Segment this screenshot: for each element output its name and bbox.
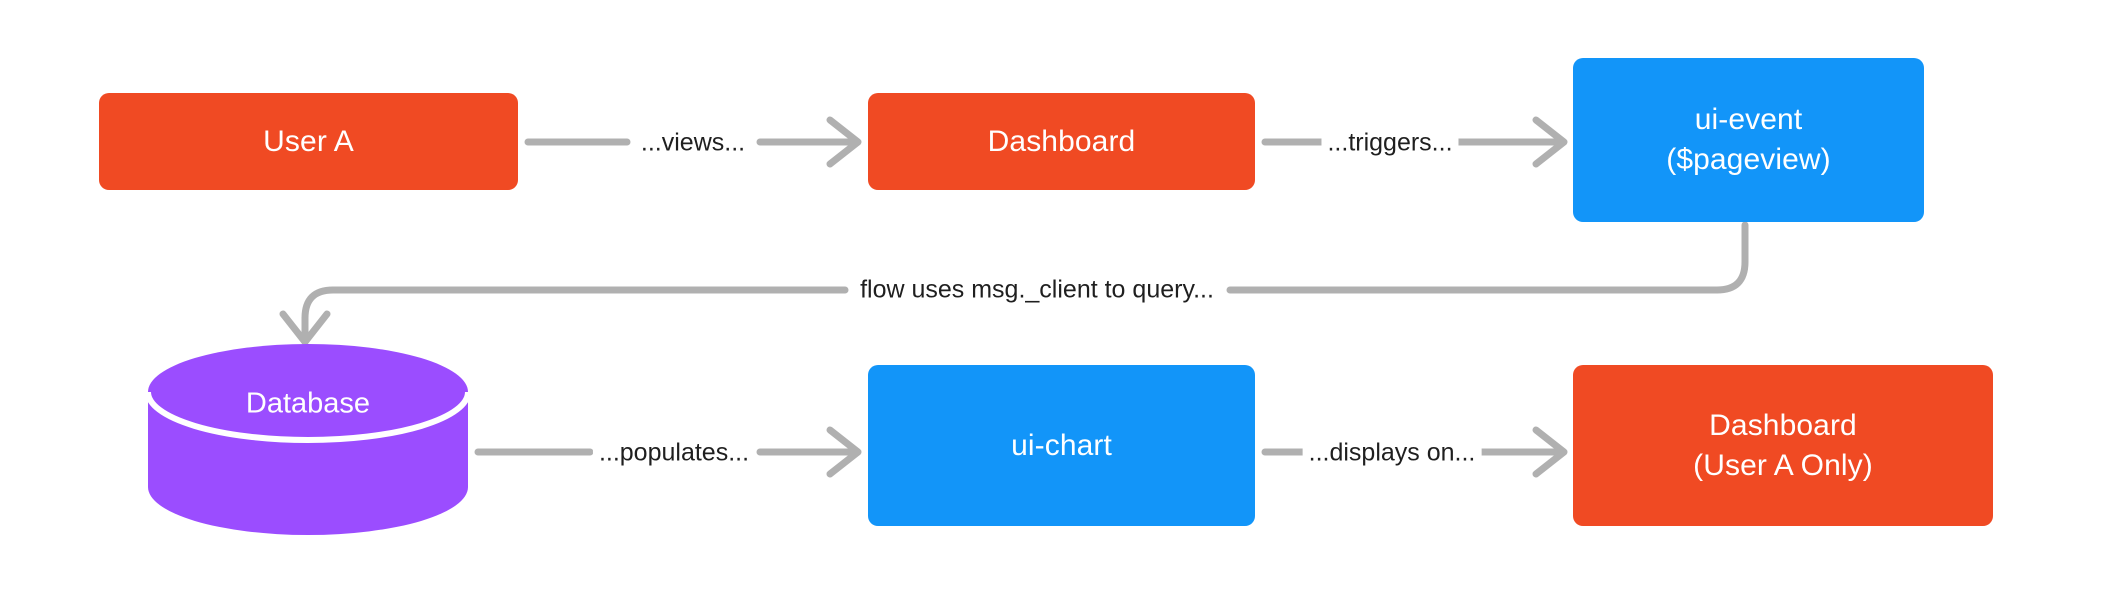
edge-label-displays: ...displays on... <box>1302 438 1482 468</box>
edge-query-arrowhead <box>279 310 331 346</box>
edge-label-query: flow uses msg._client to query... <box>854 275 1220 305</box>
node-ui-event-sublabel: ($pageview) <box>1666 143 1831 176</box>
edge-triggers-arrowhead <box>1532 116 1568 168</box>
edge-query-segment-right <box>1226 221 1749 294</box>
database-cylinder-separator <box>145 391 471 443</box>
edge-populates-arrowhead <box>826 426 862 478</box>
node-dashboard-bottom-label: Dashboard <box>1709 408 1857 442</box>
node-dashboard-top-label: Dashboard <box>987 124 1136 158</box>
node-ui-event-label: ui-event <box>1694 103 1803 137</box>
node-dashboard-bottom[interactable]: Dashboard (User A Only) <box>1573 365 1993 526</box>
edge-query-segment-left <box>301 286 849 344</box>
node-dashboard-top[interactable]: Dashboard <box>868 93 1255 190</box>
node-ui-event[interactable]: ui-event ($pageview) <box>1573 58 1924 222</box>
edge-label-views: ...views... <box>634 128 752 158</box>
node-dashboard-bottom-sublabel: (User A Only) <box>1693 448 1873 482</box>
node-database-label[interactable]: Database <box>245 387 371 420</box>
node-user-a-label: User A <box>263 124 354 158</box>
node-ui-chart-label: ui-chart <box>1011 428 1112 462</box>
edge-views-arrowhead <box>826 116 862 168</box>
node-user-a[interactable]: User A <box>99 93 518 190</box>
database-cylinder-top <box>148 344 468 440</box>
edge-displays-arrowhead <box>1532 426 1568 478</box>
edge-label-triggers: ...triggers... <box>1321 128 1459 158</box>
node-ui-chart[interactable]: ui-chart <box>868 365 1255 526</box>
edge-label-populates: ...populates... <box>592 438 756 468</box>
